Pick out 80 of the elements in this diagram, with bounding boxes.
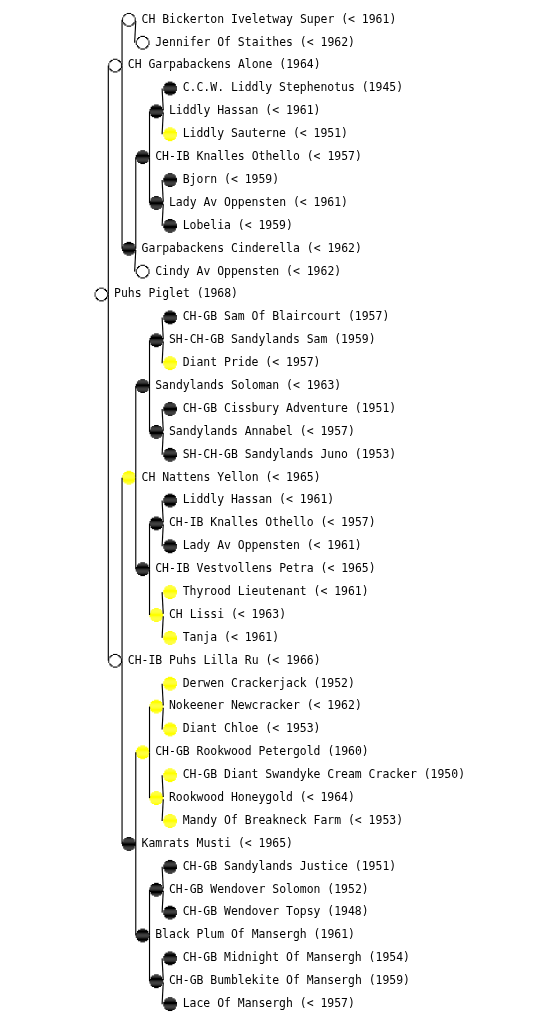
connector [161, 316, 164, 340]
connector [161, 591, 164, 615]
node-text: SH-CH-GB Sandylands Juno (1953) [182, 446, 397, 461]
connector [161, 179, 164, 203]
connector [148, 751, 151, 799]
node-text: CH-GB Bumblekite Of Mansergh (1959) [168, 973, 410, 988]
node-text: Lobelia (< 1959) [182, 217, 293, 232]
connector [148, 110, 151, 158]
node-text: Derwen Crackerjack (1952) [182, 675, 355, 690]
node-text: Jennifer Of Staithes (< 1962) [155, 34, 355, 49]
node-text: CH-GB Wendover Solomon (1952) [168, 881, 369, 896]
node-text: Diant Chloe (< 1953) [182, 721, 321, 736]
connector [135, 477, 137, 570]
connector [161, 524, 164, 547]
node-text: Black Plum Of Mansergh (1961) [155, 927, 355, 942]
connector [161, 981, 164, 1005]
connector [161, 890, 164, 914]
node-text: Puhs Piglet (1968) [114, 286, 238, 301]
node-text: CH-GB Rookwood Petergold (1960) [155, 744, 369, 759]
node-text: CH-GB Cissbury Adventure (1951) [182, 400, 397, 415]
node-text: Sandylands Annabel (< 1957) [168, 423, 355, 438]
node-text: Thyrood Lieutenant (< 1961) [182, 583, 369, 598]
connector [148, 156, 151, 204]
connector [161, 707, 164, 731]
node-text: Kamrats Musti (< 1965) [141, 835, 294, 850]
connector [148, 889, 151, 937]
connector [161, 432, 164, 456]
node-text: CH-GB Sam Of Blaircourt (1957) [182, 309, 390, 324]
connector [135, 751, 137, 845]
node-text: Mandy Of Breakneck Farm (< 1953) [182, 812, 404, 827]
node-text: CH-GB Diant Swandyke Cream Cracker (1950) [182, 767, 466, 782]
node-text: Lace Of Mansergh (< 1957) [182, 996, 355, 1011]
node-text: CH-GB Sandylands Justice (1951) [182, 858, 397, 873]
node-text: Liddly Hassan (< 1961) [182, 492, 335, 507]
connector [161, 203, 164, 227]
connector [148, 934, 151, 982]
node-text: Cindy Av Oppensten (< 1962) [155, 263, 342, 278]
node-text: Garpabackens Cinderella (< 1962) [141, 240, 362, 255]
node-text: Sandylands Soloman (< 1963) [155, 377, 342, 392]
node-text: CH-IB Puhs Lilla Ru (< 1966) [127, 652, 321, 667]
connector [161, 87, 164, 111]
connector [161, 408, 164, 432]
node-text: Rookwood Honeygold (< 1964) [168, 790, 355, 805]
node-text: CH-IB Knalles Othello (< 1957) [155, 149, 362, 164]
node-text: CH Lissi (< 1963) [168, 606, 287, 621]
connector [161, 774, 164, 798]
connector [148, 522, 151, 570]
connector [161, 957, 164, 981]
connector [135, 156, 137, 250]
node-text: CH-IB Knalles Othello (< 1957) [168, 515, 376, 530]
connector [161, 500, 164, 523]
node-text: Lady Av Oppensten (< 1961) [182, 538, 362, 553]
connector [148, 339, 151, 387]
connector [161, 866, 164, 890]
connector [161, 111, 164, 135]
node-text: Lady Av Oppensten (< 1961) [168, 194, 349, 209]
connector [161, 683, 164, 706]
connector [148, 568, 151, 616]
node-text: CH Bickerton Iveletway Super (< 1961) [141, 11, 397, 26]
connector [135, 385, 137, 479]
node-text: CH-GB Midnight Of Mansergh (1954) [182, 950, 410, 965]
node-text: CH-IB Vestvollens Petra (< 1965) [155, 561, 376, 576]
node-text: SH-CH-GB Sandylands Sam (1959) [168, 332, 376, 347]
node-text: CH Garpabackens Alone (1964) [127, 57, 321, 72]
connector [161, 340, 164, 364]
connector [148, 385, 151, 433]
node-text: Liddly Sauterne (< 1951) [182, 126, 348, 141]
node-text: Nokeener Newcracker (< 1962) [168, 698, 362, 713]
connector [161, 615, 164, 639]
node-text: Bjorn (< 1959) [182, 171, 280, 186]
connector [135, 843, 137, 937]
connector [148, 706, 151, 753]
node-text: Tanja (< 1961) [182, 629, 280, 644]
node-text: C.C.W. Liddly Stephenotus (1945) [182, 80, 404, 95]
connector [134, 249, 137, 273]
node-text: Diant Pride (< 1957) [182, 355, 321, 370]
connector [161, 798, 164, 822]
node-text: Liddly Hassan (< 1961) [168, 103, 321, 118]
node-text: CH-GB Wendover Topsy (1948) [182, 904, 369, 919]
node-text: CH Nattens Yellon (< 1965) [141, 469, 321, 484]
